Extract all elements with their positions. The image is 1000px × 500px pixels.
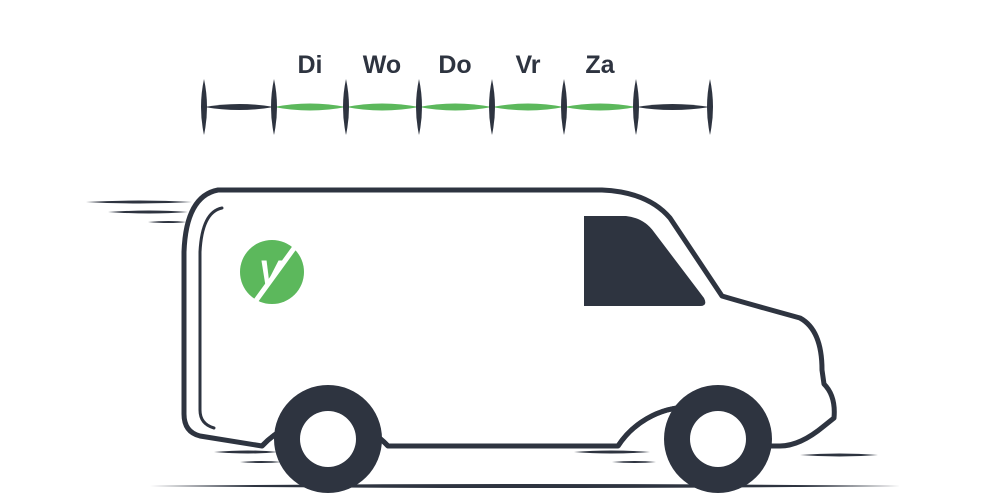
day-label-wo: Wo (363, 51, 401, 79)
speed-line (240, 461, 282, 463)
timeline-tick (343, 79, 349, 135)
van-window (584, 216, 706, 306)
timeline-segment-wo (346, 103, 419, 111)
timeline-tick (201, 79, 207, 135)
timeline-tick (707, 79, 713, 135)
speed-line (86, 200, 192, 204)
speed-line (214, 450, 278, 454)
timeline-tick (561, 79, 567, 135)
speed-line (612, 461, 656, 463)
delivery-timeline: Di Wo Do Vr Za (201, 51, 713, 135)
timeline-tick (633, 79, 639, 135)
timeline-segment-di (274, 103, 346, 111)
timeline-tick (489, 79, 495, 135)
timeline-segment-za (564, 103, 636, 111)
van-logo: V (240, 237, 304, 309)
timeline-tick (416, 79, 422, 135)
speed-lines (86, 200, 878, 463)
delivery-van: V (181, 187, 837, 493)
timeline-segment-do (419, 103, 492, 111)
timeline-segment-start (204, 104, 274, 110)
front-wheel (664, 385, 772, 493)
day-label-di: Di (298, 51, 323, 79)
ground-line (150, 484, 900, 488)
van-logo-letter: V (259, 254, 285, 292)
speed-line (108, 210, 188, 214)
speed-line (148, 221, 186, 223)
timeline-tick (271, 79, 277, 135)
day-label-do: Do (438, 51, 471, 79)
day-label-vr: Vr (515, 51, 540, 79)
timeline-segment-vr (492, 103, 564, 111)
day-label-za: Za (585, 51, 615, 79)
rear-wheel (274, 385, 382, 493)
speed-line (800, 453, 878, 457)
timeline-segment-end (636, 104, 710, 110)
van-side-contour (198, 206, 224, 430)
speed-line (574, 450, 650, 454)
